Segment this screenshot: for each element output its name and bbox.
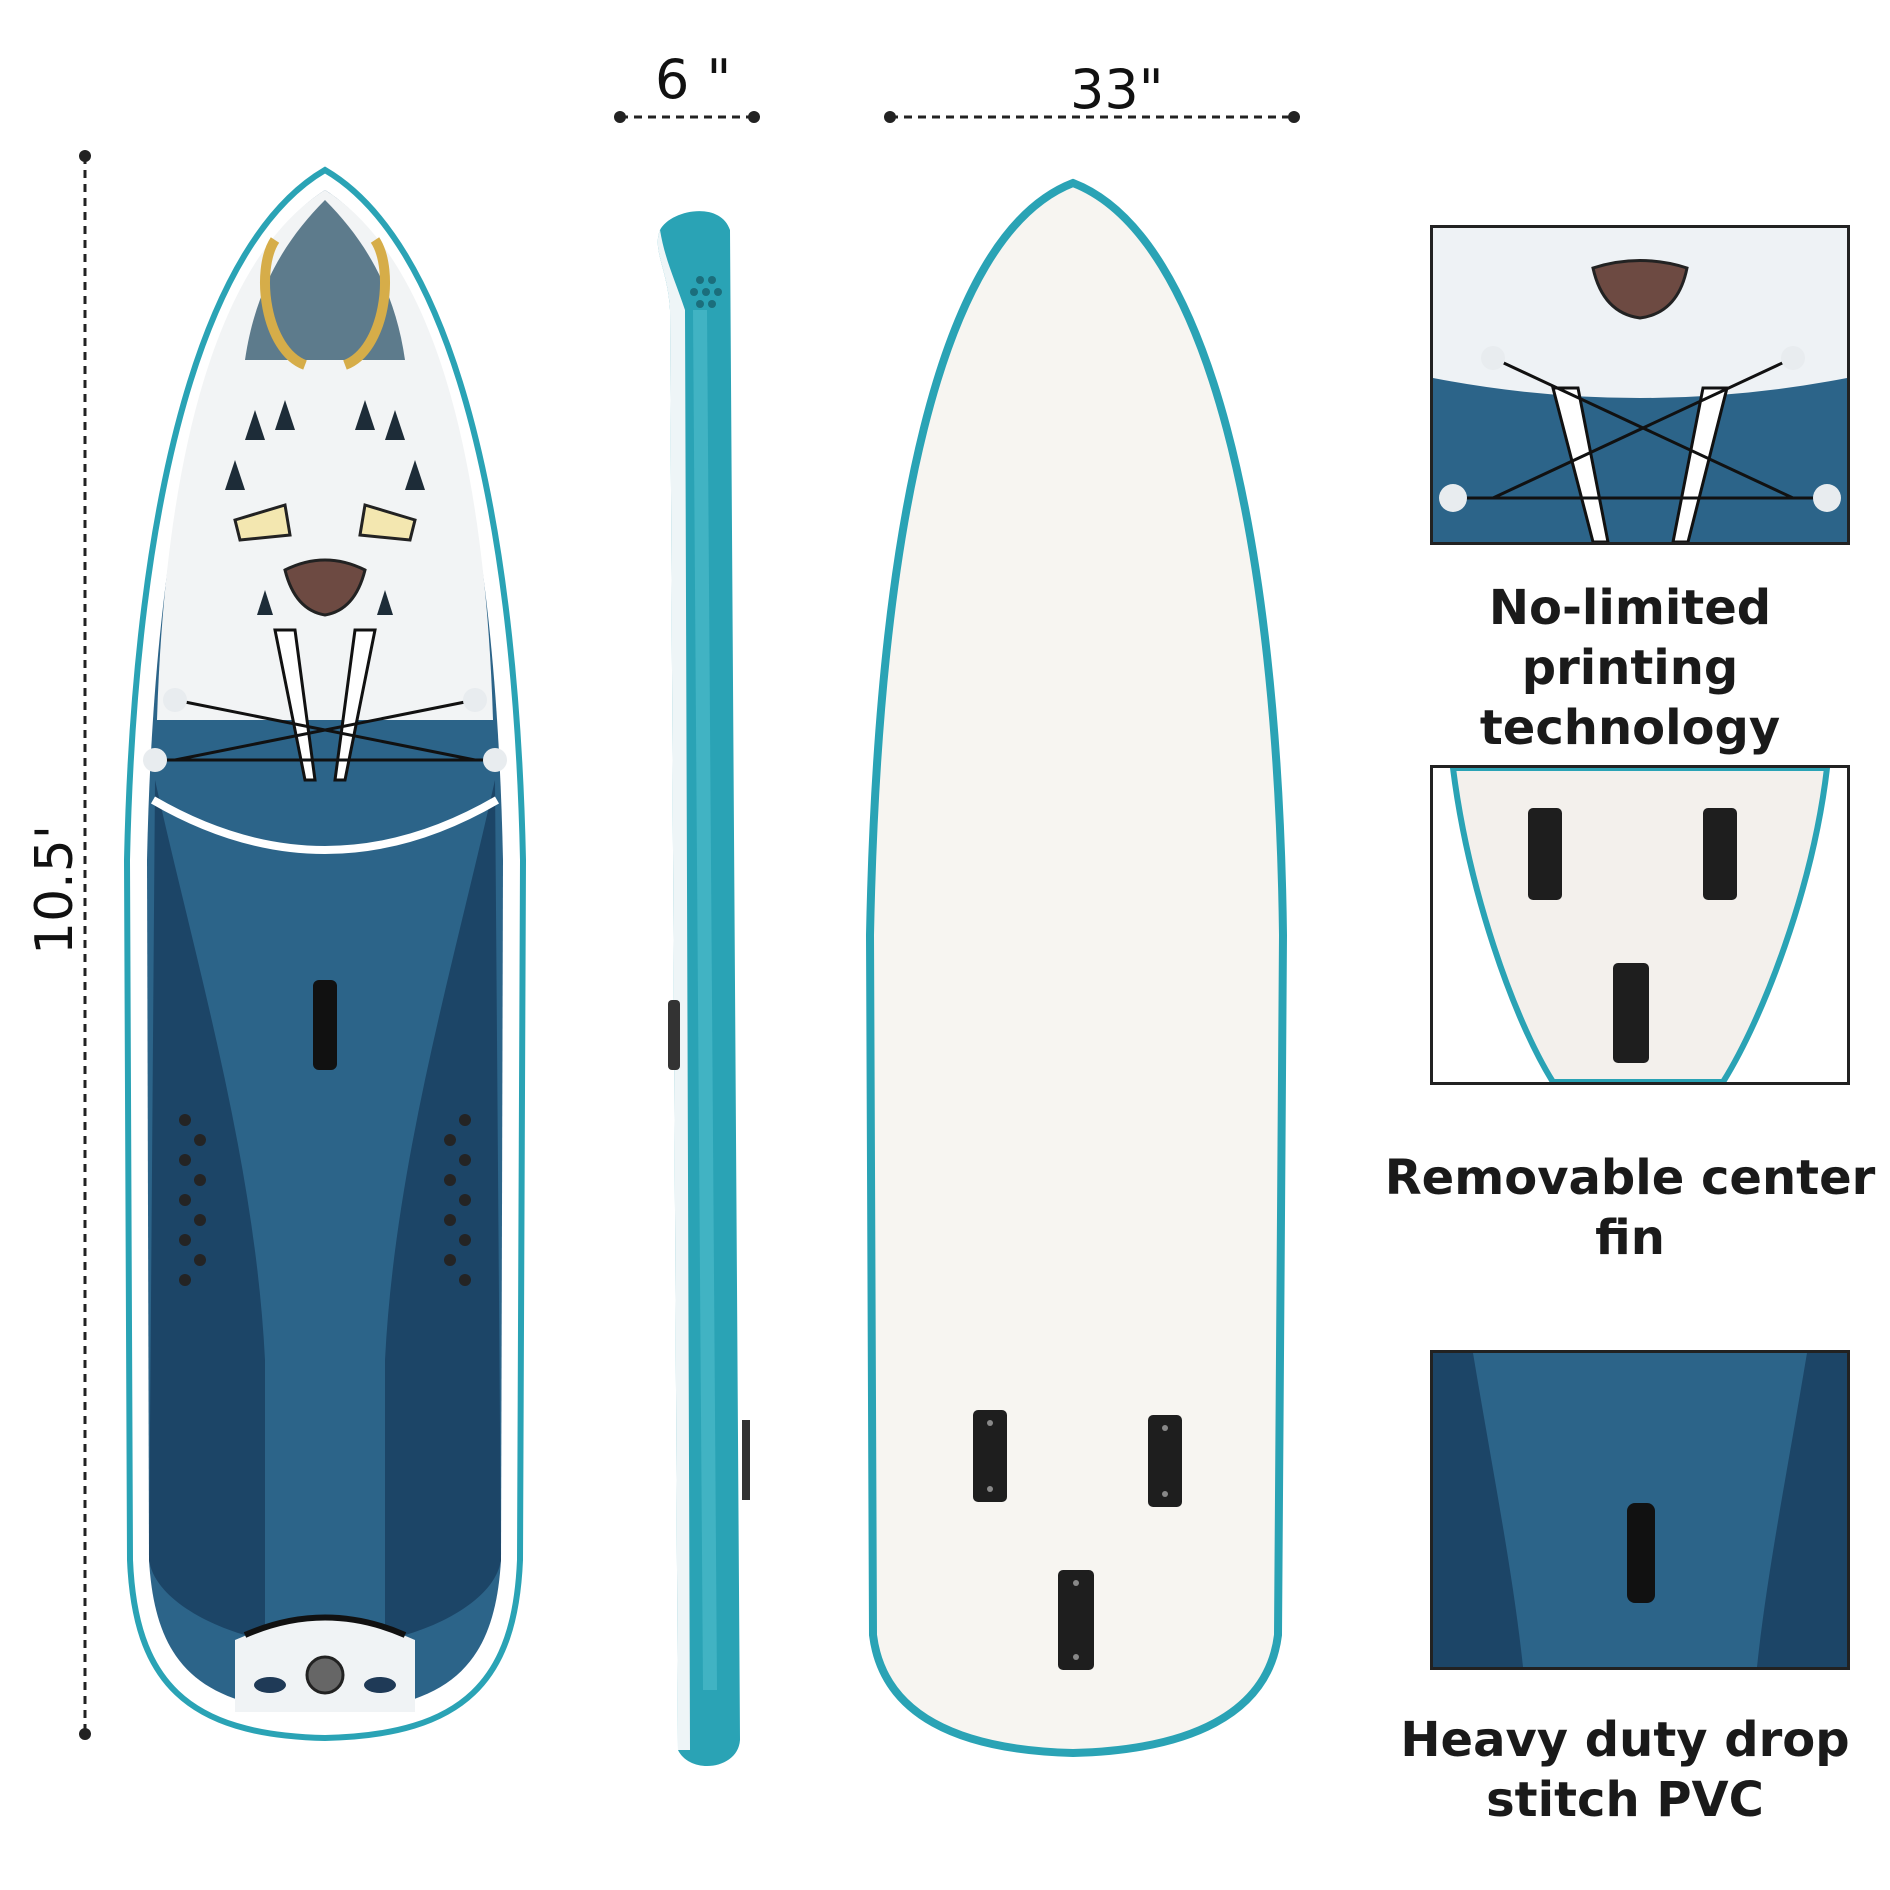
board-bottom-view — [865, 178, 1288, 1758]
feature-title-pvc-line2: stitch PVC — [1486, 1772, 1764, 1828]
feature-title-pvc: Heavy duty drop stitch PVC — [1385, 1710, 1865, 1830]
drop-stitch-closeup-image — [1430, 1350, 1850, 1670]
length-label: 10.5' — [25, 824, 85, 955]
board-side-view — [657, 211, 750, 1767]
length-dimension-line — [79, 150, 91, 1740]
feature-title-fin: Removable center fin — [1375, 1148, 1885, 1268]
board-deck-view — [123, 166, 527, 1742]
width-dimension-line — [884, 111, 1300, 123]
printing-closeup-image — [1430, 225, 1850, 545]
thickness-dimension-line — [614, 111, 760, 123]
thickness-label: 6 " — [655, 48, 732, 111]
feature-title-printing-line1: No-limited printing — [1488, 580, 1772, 696]
width-label: 33" — [1070, 58, 1164, 121]
feature-title-printing: No-limited printing technology — [1390, 578, 1870, 758]
feature-title-printing-line2: technology — [1479, 700, 1781, 756]
feature-title-fin-line1: Removable center fin — [1384, 1150, 1876, 1266]
center-fin-closeup-image — [1430, 765, 1850, 1085]
feature-title-pvc-line1: Heavy duty drop — [1400, 1712, 1850, 1768]
